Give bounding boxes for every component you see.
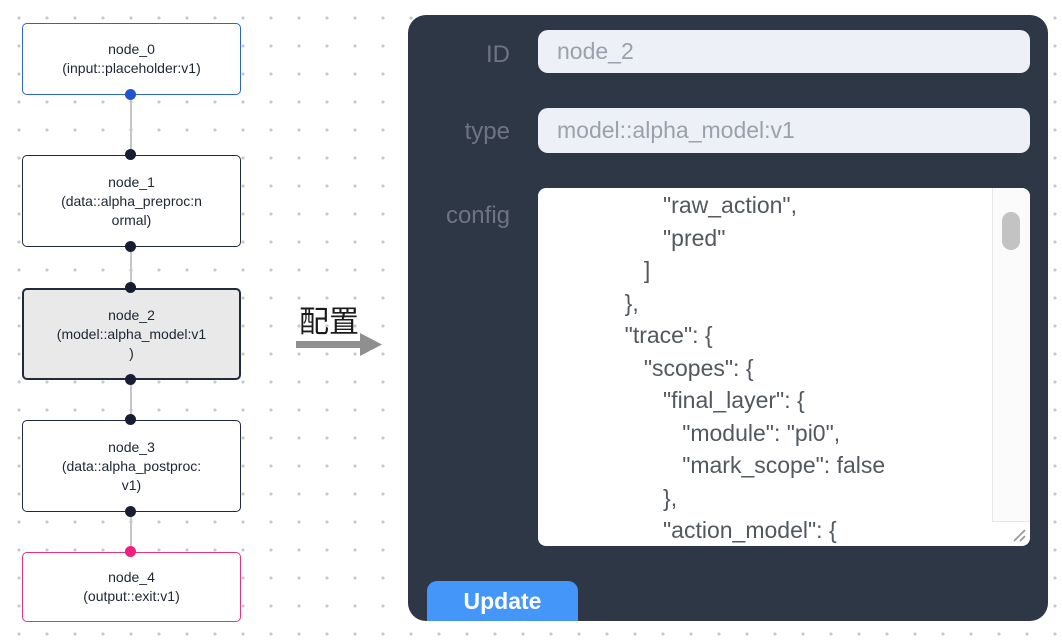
resize-handle-icon[interactable] bbox=[1011, 527, 1027, 543]
output-port-dot[interactable] bbox=[125, 241, 136, 252]
output-port-dot[interactable] bbox=[125, 89, 136, 100]
transition-label: 配置 bbox=[299, 306, 359, 339]
node-subtitle: (output::exit:v1) bbox=[83, 588, 180, 604]
config-json-text: "raw_action", "pred" ] }, "trace": { "sc… bbox=[624, 192, 886, 543]
edge-connector bbox=[130, 512, 132, 552]
id-field-label: ID bbox=[486, 41, 510, 68]
node-title: node_3 bbox=[108, 438, 155, 455]
input-port-dot[interactable] bbox=[125, 282, 136, 293]
config-panel: ID type config "raw_action", "pred" ] },… bbox=[408, 15, 1048, 621]
edge-connector bbox=[130, 247, 132, 288]
node-subtitle: (data::alpha_preproc:n ormal) bbox=[61, 192, 202, 228]
input-port-dot[interactable] bbox=[125, 546, 136, 557]
flow-node-node_1[interactable]: node_1 (data::alpha_preproc:n ormal) bbox=[22, 155, 241, 247]
node-subtitle: (input::placeholder:v1) bbox=[62, 60, 201, 76]
flow-node-node_0[interactable]: node_0 (input::placeholder:v1) bbox=[22, 23, 241, 95]
node-subtitle: (model::alpha_model:v1 ) bbox=[56, 325, 207, 361]
config-textarea[interactable]: "raw_action", "pred" ] }, "trace": { "sc… bbox=[538, 188, 1030, 546]
type-input[interactable] bbox=[538, 108, 1030, 153]
id-input[interactable] bbox=[538, 30, 1030, 73]
node-title: node_4 bbox=[108, 569, 155, 585]
node-title: node_0 bbox=[108, 41, 155, 57]
input-port-dot[interactable] bbox=[125, 149, 136, 160]
flow-node-node_4[interactable]: node_4 (output::exit:v1) bbox=[22, 552, 241, 622]
edge-connector bbox=[130, 380, 132, 420]
flow-node-node_2-selected[interactable]: node_2 (model::alpha_model:v1 ) bbox=[22, 288, 241, 380]
output-port-dot[interactable] bbox=[125, 506, 136, 517]
edge-connector bbox=[130, 95, 132, 155]
scrollbar-track[interactable] bbox=[992, 188, 1030, 522]
input-port-dot[interactable] bbox=[125, 414, 136, 425]
scrollbar-thumb[interactable] bbox=[1002, 212, 1020, 250]
config-field-label: config bbox=[445, 202, 510, 229]
node-title: node_2 bbox=[108, 306, 155, 323]
output-port-dot[interactable] bbox=[125, 374, 136, 385]
flow-node-node_3[interactable]: node_3 (data::alpha_postproc: v1) bbox=[22, 420, 241, 512]
node-subtitle: (data::alpha_postproc: v1) bbox=[61, 457, 202, 493]
right-arrow-icon bbox=[296, 333, 382, 356]
type-field-label: type bbox=[464, 118, 510, 145]
update-button[interactable]: Update bbox=[427, 581, 578, 621]
node-title: node_1 bbox=[108, 173, 155, 190]
